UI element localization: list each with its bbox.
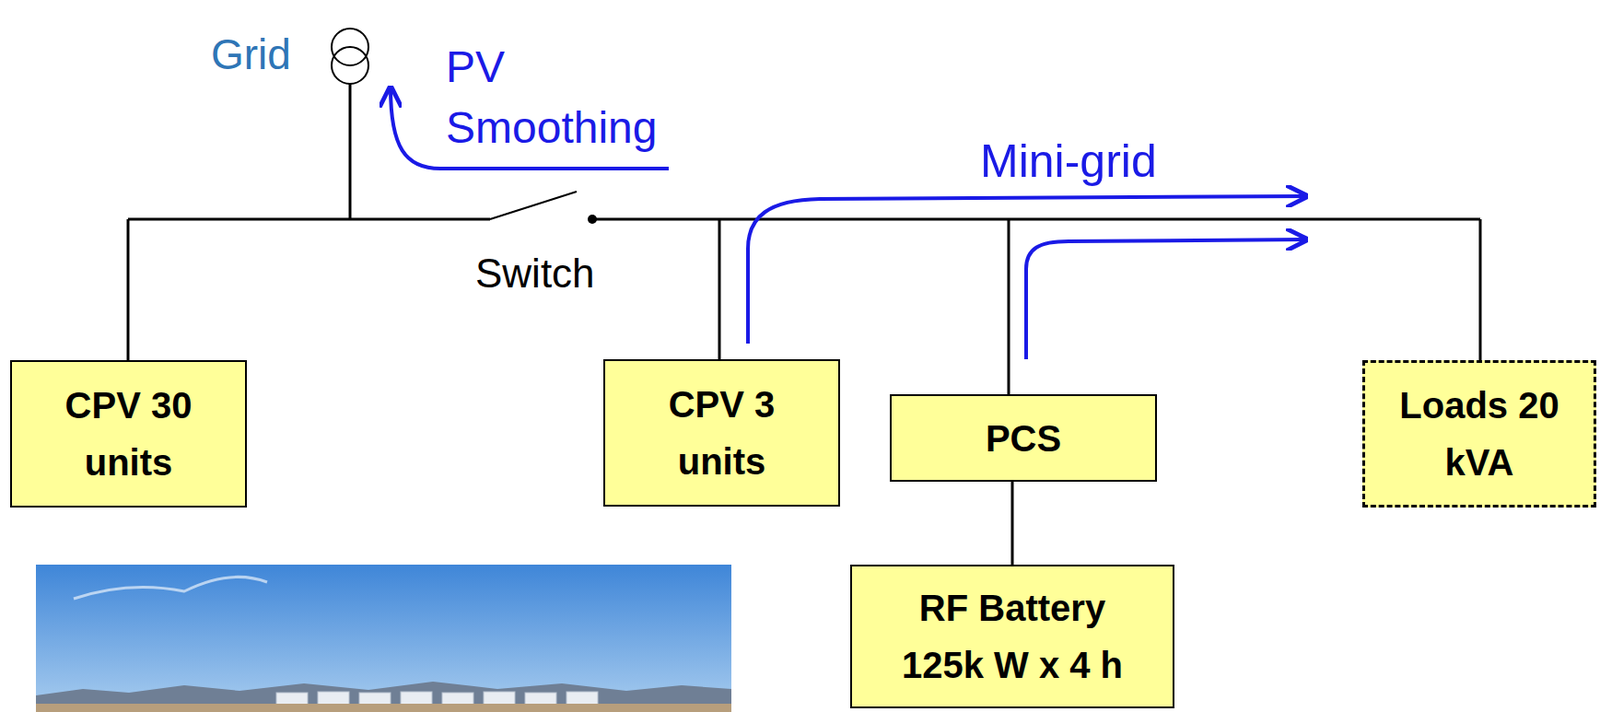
diagram-label: Grid bbox=[210, 27, 292, 83]
equipment-box: PCS bbox=[889, 394, 1157, 482]
equipment-box: CPV 30 units bbox=[10, 360, 247, 508]
box-label: Loads 20 kVA bbox=[1391, 376, 1567, 491]
box-label: CPV 30 units bbox=[41, 376, 217, 491]
switch-contact bbox=[587, 214, 597, 224]
connector-line bbox=[1011, 481, 1015, 565]
box-label: PCS bbox=[985, 409, 1062, 468]
diagram-label: Mini-grid bbox=[980, 131, 1157, 192]
equipment-box: CPV 3 units bbox=[603, 359, 841, 507]
diagram-label: PV Smoothing bbox=[445, 36, 704, 159]
equipment-box: RF Battery 125k W x 4 h bbox=[850, 564, 1175, 709]
bus-wires bbox=[128, 83, 1481, 395]
box-label: CPV 3 units bbox=[634, 375, 810, 491]
transformer-symbol bbox=[331, 28, 369, 84]
box-label: RF Battery 125k W x 4 h bbox=[891, 579, 1133, 694]
equipment-box: Loads 20 kVA bbox=[1362, 360, 1597, 508]
diagram-label: Switch bbox=[475, 246, 596, 300]
site-photo bbox=[27, 0, 732, 712]
